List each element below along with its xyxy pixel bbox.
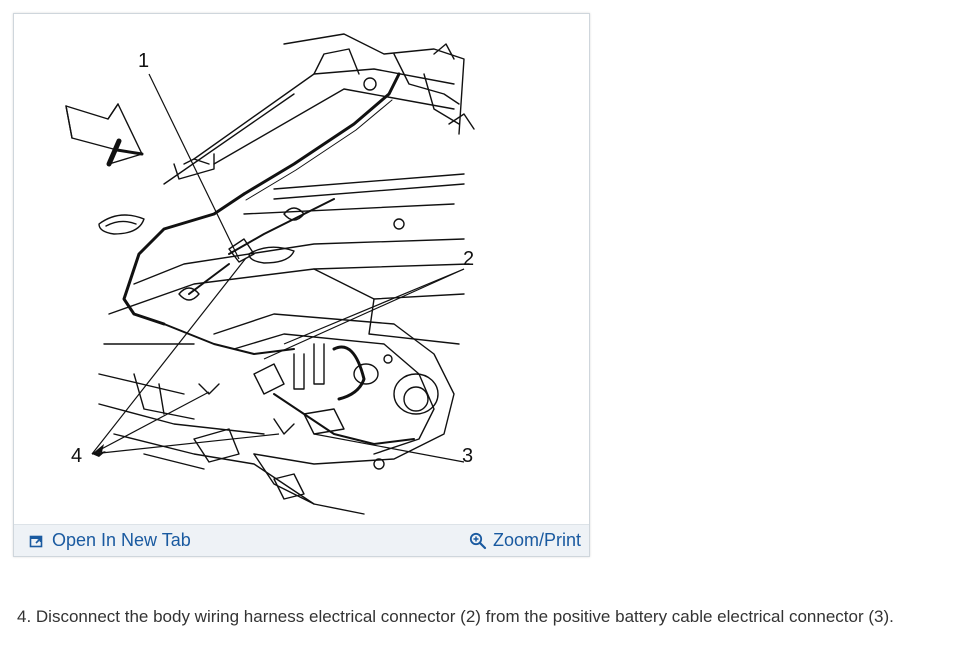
open-in-new-tab-icon xyxy=(28,532,46,550)
callout-1: 1 xyxy=(138,50,149,72)
open-in-new-tab-label: Open In New Tab xyxy=(52,530,191,550)
callout-2: 2 xyxy=(463,248,474,270)
zoom-print-label: Zoom/Print xyxy=(492,530,581,550)
instruction-step-text: 4. Disconnect the body wiring harness el… xyxy=(17,607,894,626)
figure-card: 1 2 3 4 Open In New Tab xyxy=(13,13,590,557)
callout-3: 3 xyxy=(462,445,473,467)
diagram-illustration: 1 2 3 4 xyxy=(65,33,475,515)
wiring-diagram: 1 2 3 4 xyxy=(14,14,589,524)
open-in-new-tab-link[interactable]: Open In New Tab xyxy=(28,530,191,551)
zoom-magnifier-icon xyxy=(469,532,487,550)
zoom-print-link[interactable]: Zoom/Print xyxy=(469,530,581,551)
figure-footer: Open In New Tab Zoom/Print xyxy=(14,524,589,556)
callout-4: 4 xyxy=(71,445,82,467)
